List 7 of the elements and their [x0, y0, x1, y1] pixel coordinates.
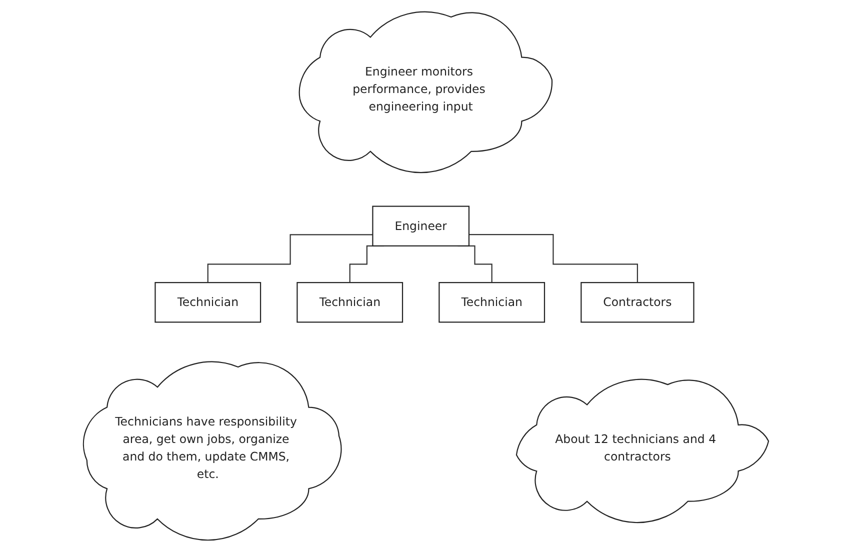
node-box: Technician [296, 282, 404, 322]
connector [207, 234, 373, 283]
node-box: Engineer [372, 205, 470, 246]
node-box: Technician [438, 282, 546, 322]
connector [468, 234, 638, 283]
node-box: Technician [154, 282, 262, 322]
node-box: Contractors [580, 282, 694, 322]
